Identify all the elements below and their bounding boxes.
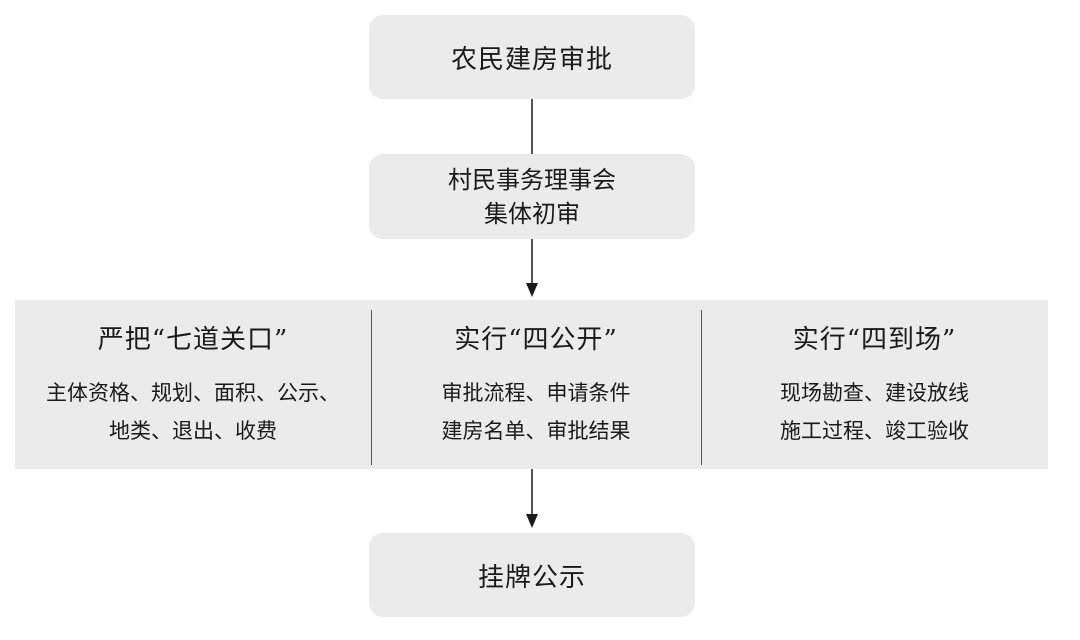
arrowhead-down-icon — [526, 514, 538, 528]
seven-checkpoints-line-2: 地类、退出、收费 — [109, 419, 277, 443]
village-council-box: 村民事务理事会 集体初审 — [369, 154, 695, 239]
column-divider-1 — [371, 310, 372, 465]
column-divider-2 — [701, 310, 702, 465]
four-disclosures-heading: 实行“四公开” — [454, 325, 618, 355]
controls-band: 严把“七道关口” 主体资格、规划、面积、公示、 地类、退出、收费 实行“四公开”… — [15, 300, 1048, 469]
four-onsite-line-1: 现场勘查、建设放线 — [780, 381, 969, 405]
four-onsite-heading: 实行“四到场” — [792, 325, 957, 355]
seven-checkpoints-column: 严把“七道关口” 主体资格、规划、面积、公示、 地类、退出、收费 — [15, 300, 371, 469]
arrowhead-down-icon — [526, 283, 538, 297]
collective-review-text: 集体初审 — [484, 199, 580, 228]
four-onsite-items: 现场勘查、建设放线 施工过程、竣工验收 — [780, 374, 969, 450]
four-onsite-column: 实行“四到场” 现场勘查、建设放线 施工过程、竣工验收 — [701, 300, 1048, 469]
village-council-text: 村民事务理事会 — [448, 165, 616, 194]
approval-title-text: 农民建房审批 — [450, 44, 613, 75]
seven-checkpoints-heading: 严把“七道关口” — [97, 325, 289, 355]
seven-checkpoints-items: 主体资格、规划、面积、公示、 地类、退出、收费 — [46, 374, 340, 450]
public-notice-box: 挂牌公示 — [369, 533, 695, 617]
four-disclosures-line-2: 建房名单、审批结果 — [441, 419, 631, 443]
approval-title-box: 农民建房审批 — [369, 15, 695, 99]
four-disclosures-line-1: 审批流程、申请条件 — [441, 381, 631, 405]
seven-checkpoints-line-1: 主体资格、规划、面积、公示、 — [46, 381, 340, 405]
four-disclosures-column: 实行“四公开” 审批流程、申请条件 建房名单、审批结果 — [371, 300, 701, 469]
four-onsite-line-2: 施工过程、竣工验收 — [780, 419, 969, 443]
four-disclosures-items: 审批流程、申请条件 建房名单、审批结果 — [442, 374, 631, 450]
public-notice-text: 挂牌公示 — [477, 562, 586, 593]
